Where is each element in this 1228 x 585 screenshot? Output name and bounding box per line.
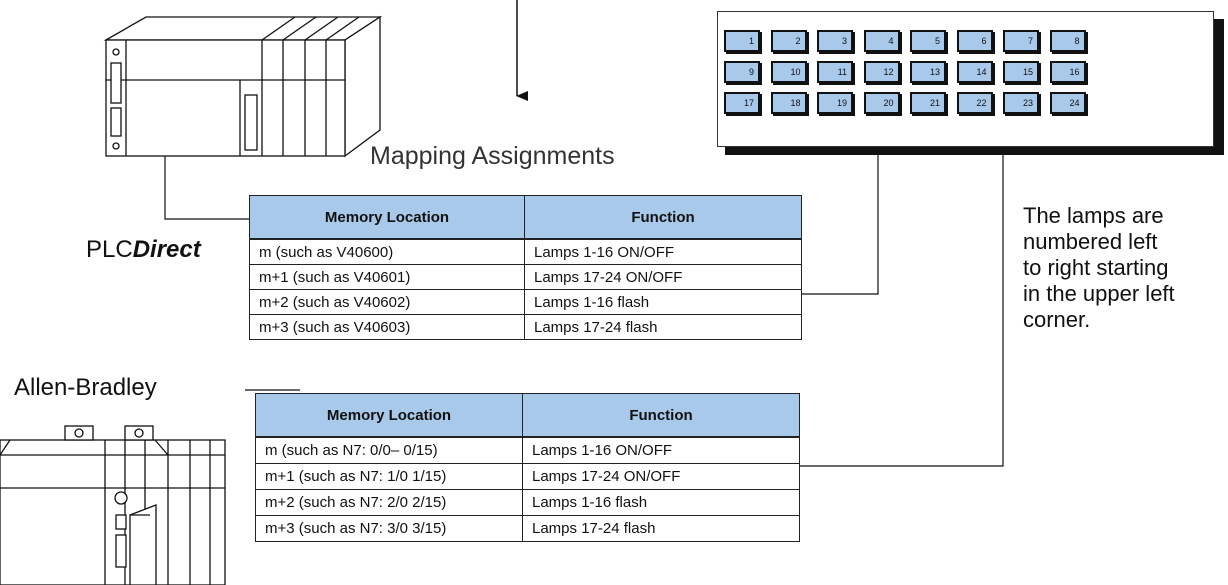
lamp: 5 bbox=[910, 30, 946, 52]
lamp: 19 bbox=[817, 92, 853, 114]
memory-location-cell: m+2 (such as V40602) bbox=[249, 289, 525, 315]
lamp: 23 bbox=[1003, 92, 1039, 114]
lamp: 12 bbox=[863, 61, 900, 83]
table-row: m+2 (such as V40602) Lamps 1-16 flash bbox=[249, 289, 802, 315]
table-row: m+1 (such as N7: 1/0 1/15) Lamps 17-24 O… bbox=[255, 463, 800, 490]
lamp: 11 bbox=[817, 61, 853, 83]
allen-bradley-mapping-table: Memory Location Function m (such as N7: … bbox=[255, 393, 800, 542]
lamp-numbering-note: The lamps are numbered left to right sta… bbox=[1023, 203, 1175, 332]
lamp: 13 bbox=[910, 61, 946, 83]
memory-location-cell: m+2 (such as N7: 2/0 2/15) bbox=[255, 489, 523, 516]
plc-wire bbox=[164, 156, 249, 220]
table-row: m (such as N7: 0/0– 0/15) Lamps 1-16 ON/… bbox=[255, 437, 800, 464]
table-row: m+1 (such as V40601) Lamps 17-24 ON/OFF bbox=[249, 264, 802, 290]
lamp: 14 bbox=[956, 61, 993, 83]
lamp: 4 bbox=[863, 30, 900, 52]
memory-location-cell: m+3 (such as N7: 3/0 3/15) bbox=[255, 515, 523, 542]
function-cell: Lamps 1-16 flash bbox=[524, 289, 802, 315]
table-header-row: Memory Location Function bbox=[255, 393, 800, 438]
lamp: 10 bbox=[770, 61, 807, 83]
lamp: 16 bbox=[1049, 61, 1086, 83]
lamp: 15 bbox=[1003, 61, 1039, 83]
memory-location-cell: m (such as N7: 0/0– 0/15) bbox=[255, 437, 523, 464]
plc-label-emphasis: Direct bbox=[132, 236, 201, 263]
panel-wire-1 bbox=[802, 152, 879, 295]
function-cell: Lamps 17-24 ON/OFF bbox=[524, 264, 802, 290]
lamp: 1 bbox=[724, 30, 760, 52]
lamp: 2 bbox=[770, 30, 807, 52]
plc-direct-mapping-table: Memory Location Function m (such as V406… bbox=[249, 195, 802, 340]
column-header-function: Function bbox=[522, 393, 800, 438]
lamp: 6 bbox=[956, 30, 993, 52]
memory-location-cell: m+1 (such as N7: 1/0 1/15) bbox=[255, 463, 523, 490]
lamp: 18 bbox=[770, 92, 807, 114]
table-header-row: Memory Location Function bbox=[249, 195, 802, 240]
memory-location-cell: m+1 (such as V40601) bbox=[249, 264, 525, 290]
table-row: m (such as V40600) Lamps 1-16 ON/OFF bbox=[249, 239, 802, 265]
plc-direct-controller-illustration bbox=[103, 15, 383, 158]
table-row: m+3 (such as N7: 3/0 3/15) Lamps 17-24 f… bbox=[255, 515, 800, 542]
memory-location-cell: m (such as V40600) bbox=[249, 239, 525, 265]
allen-bradley-controller-illustration bbox=[0, 425, 226, 585]
lamp: 9 bbox=[724, 61, 760, 83]
column-header-memory-location: Memory Location bbox=[255, 393, 523, 438]
lamp: 8 bbox=[1049, 30, 1086, 52]
function-cell: Lamps 1-16 ON/OFF bbox=[524, 239, 802, 265]
panel-wire-2 bbox=[800, 152, 1004, 467]
allen-bradley-label: Allen-Bradley bbox=[14, 374, 157, 401]
lamp: 17 bbox=[724, 92, 760, 114]
lamp: 3 bbox=[817, 30, 853, 52]
page-title: Mapping Assignments bbox=[370, 142, 615, 170]
function-cell: Lamps 1-16 ON/OFF bbox=[522, 437, 800, 464]
function-cell: Lamps 17-24 ON/OFF bbox=[522, 463, 800, 490]
plc-direct-label: PLCDirect bbox=[86, 236, 201, 264]
plc-label-prefix: PLC bbox=[86, 236, 133, 263]
column-header-memory-location: Memory Location bbox=[249, 195, 525, 240]
lamp: 20 bbox=[863, 92, 900, 114]
memory-location-cell: m+3 (such as V40603) bbox=[249, 314, 525, 340]
lamp: 21 bbox=[910, 92, 946, 114]
lamp: 22 bbox=[956, 92, 993, 114]
lamp: 7 bbox=[1003, 30, 1039, 52]
function-cell: Lamps 17-24 flash bbox=[522, 515, 800, 542]
table-row: m+3 (such as V40603) Lamps 17-24 flash bbox=[249, 314, 802, 340]
function-cell: Lamps 17-24 flash bbox=[524, 314, 802, 340]
function-cell: Lamps 1-16 flash bbox=[522, 489, 800, 516]
lamp: 24 bbox=[1049, 92, 1086, 114]
table-row: m+2 (such as N7: 2/0 2/15) Lamps 1-16 fl… bbox=[255, 489, 800, 516]
column-header-function: Function bbox=[524, 195, 802, 240]
